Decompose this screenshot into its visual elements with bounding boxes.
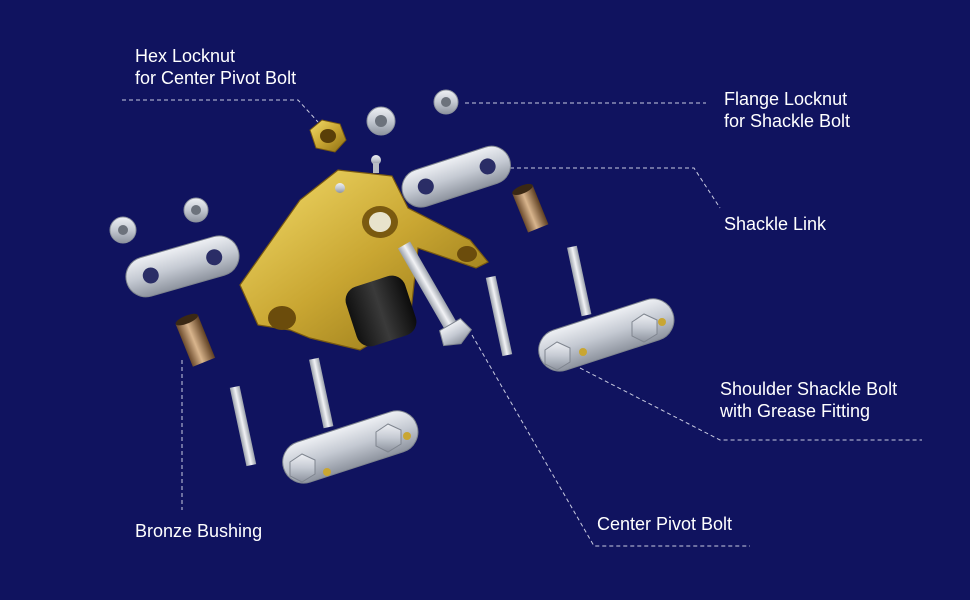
- label-hex-locknut-line1: Hex Locknut: [135, 46, 236, 66]
- leader-lines: [122, 99, 922, 547]
- label-bronze-bushing: Bronze Bushing: [135, 520, 262, 542]
- label-center-pivot-bolt: Center Pivot Bolt: [597, 513, 732, 535]
- hex-locknut-icon: [309, 119, 347, 153]
- label-hex-locknut-line2: for Center Pivot Bolt: [135, 68, 297, 88]
- label-hex-locknut: Hex Locknut for Center Pivot Bolt: [135, 45, 296, 89]
- shoulder-shackle-bolt-icon: [229, 245, 675, 484]
- rubber-bushing-icon: [345, 275, 417, 347]
- label-flange-locknut: Flange Locknut for Shackle Bolt: [724, 88, 850, 132]
- label-center-pivot-bolt-line1: Center Pivot Bolt: [597, 514, 733, 534]
- leader-shackle-link: [510, 167, 721, 209]
- label-shoulder-bolt-line1: Shoulder Shackle Bolt: [720, 379, 898, 399]
- label-flange-locknut-line1: Flange Locknut: [724, 89, 848, 109]
- label-shackle-link: Shackle Link: [724, 213, 826, 235]
- bronze-bushing-icon: [175, 183, 549, 367]
- equalizer-icon: [239, 155, 489, 351]
- leader-shoulder-bolt: [579, 367, 922, 441]
- leader-hex-locknut: [122, 99, 319, 123]
- label-flange-locknut-line2: for Shackle Bolt: [724, 111, 851, 131]
- center-pivot-bolt-icon: [397, 241, 473, 347]
- flange-locknut-icon: [109, 89, 459, 244]
- label-bronze-bushing-line1: Bronze Bushing: [135, 521, 263, 541]
- shackle-link-icon: [125, 145, 511, 298]
- label-shoulder-bolt-line2: with Grease Fitting: [720, 401, 871, 421]
- label-shoulder-shackle-bolt: Shoulder Shackle Bolt with Grease Fittin…: [720, 378, 897, 422]
- label-shackle-link-line1: Shackle Link: [724, 214, 827, 234]
